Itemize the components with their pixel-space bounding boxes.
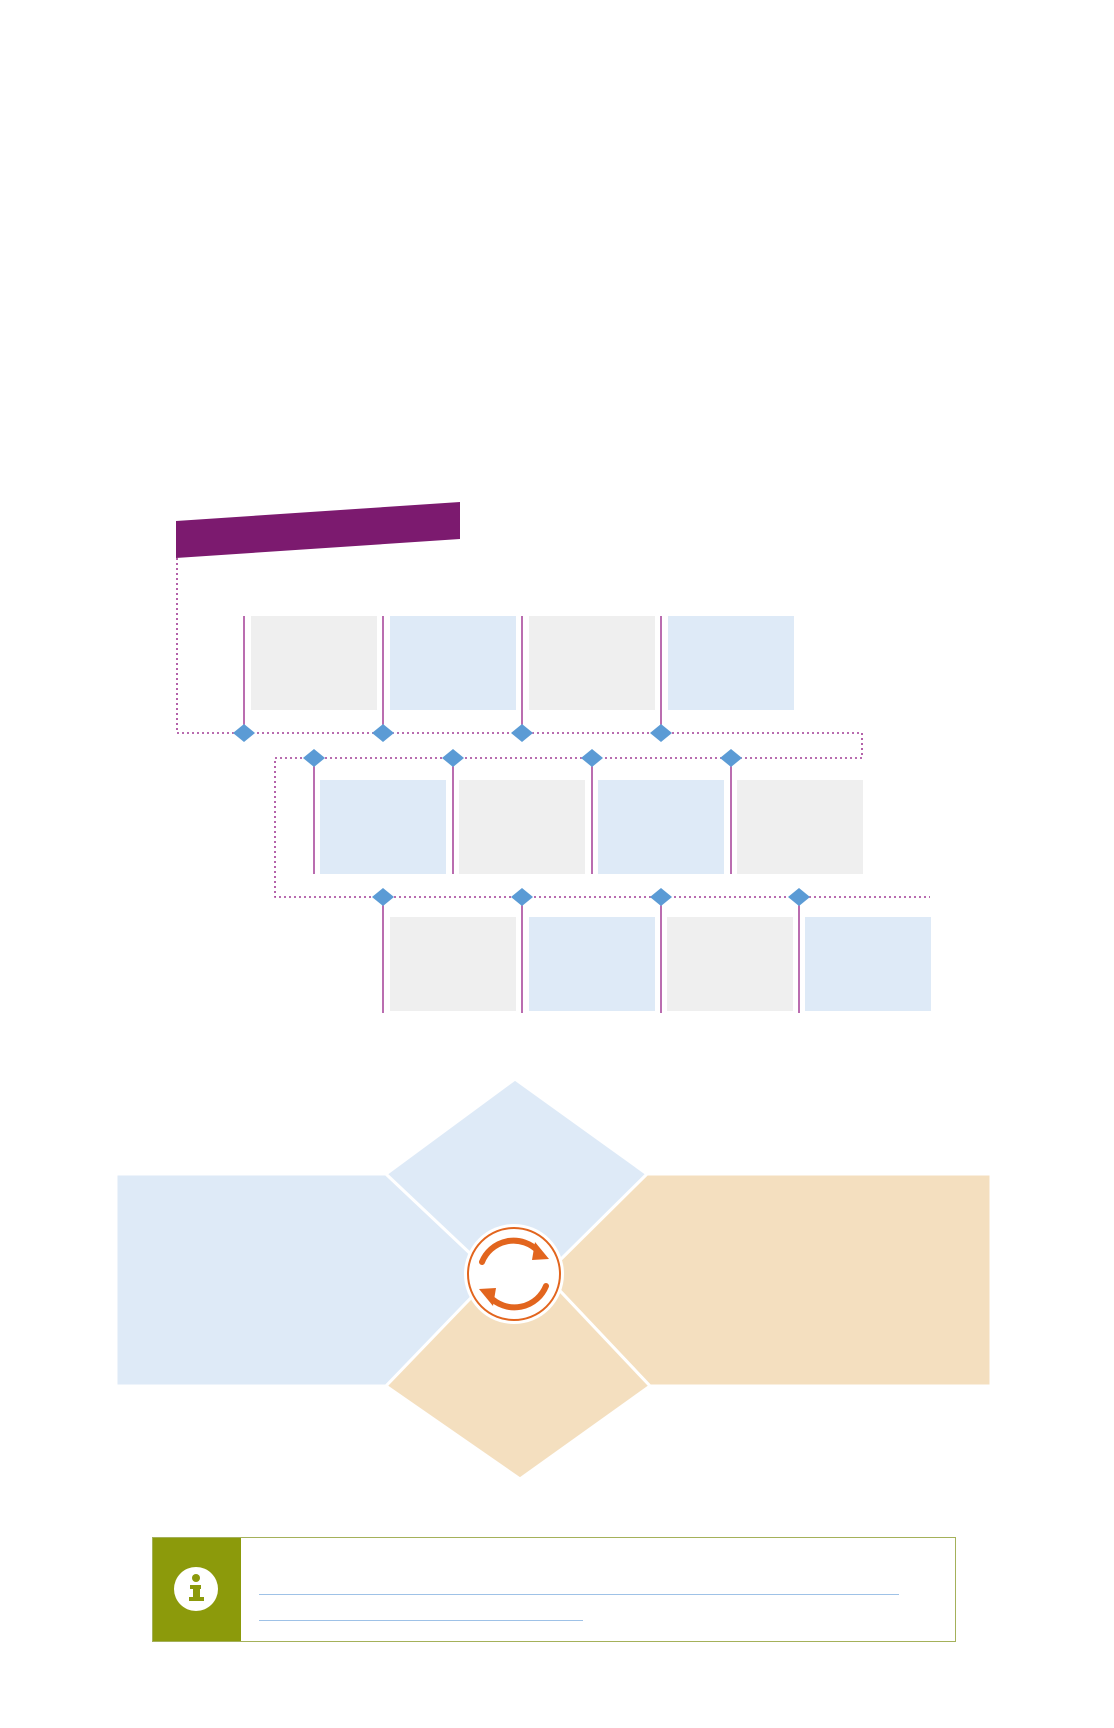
row1-box-1 <box>251 616 377 710</box>
row1-box-3 <box>529 616 655 710</box>
row3-box-3 <box>667 917 793 1011</box>
timeline-row-2 <box>303 749 863 874</box>
row2-box-3 <box>598 780 724 874</box>
row3-node-1 <box>372 888 394 906</box>
info-badge <box>153 1538 241 1641</box>
row2-box-1 <box>320 780 446 874</box>
row1-node-1 <box>233 724 255 742</box>
row1-box-2 <box>390 616 516 710</box>
quadrant-right <box>542 1172 993 1388</box>
row2-box-4 <box>737 780 863 874</box>
row1-node-3 <box>511 724 533 742</box>
info-link-1-underline <box>259 1594 899 1595</box>
quadrant-diagram <box>114 1077 993 1481</box>
row3-box-1 <box>390 917 516 1011</box>
row3-node-2 <box>511 888 533 906</box>
row1-node-4 <box>650 724 672 742</box>
header-banner <box>176 502 460 558</box>
row1-box-4 <box>668 616 794 710</box>
row3-box-4 <box>805 917 931 1011</box>
timeline-row-1 <box>233 616 794 742</box>
info-icon <box>174 1567 218 1611</box>
timeline-row-3 <box>372 888 931 1013</box>
row2-node-2 <box>442 749 464 767</box>
info-link-2-underline <box>259 1620 583 1621</box>
row3-box-2 <box>529 917 655 1011</box>
row2-node-4 <box>720 749 742 767</box>
row1-node-2 <box>372 724 394 742</box>
row2-node-3 <box>581 749 603 767</box>
info-box <box>152 1537 956 1642</box>
cycle-arrows-icon <box>464 1224 564 1324</box>
row2-box-2 <box>459 780 585 874</box>
row3-node-3 <box>650 888 672 906</box>
row2-node-1 <box>303 749 325 767</box>
timeline-connector <box>176 558 930 898</box>
row3-node-4 <box>788 888 810 906</box>
